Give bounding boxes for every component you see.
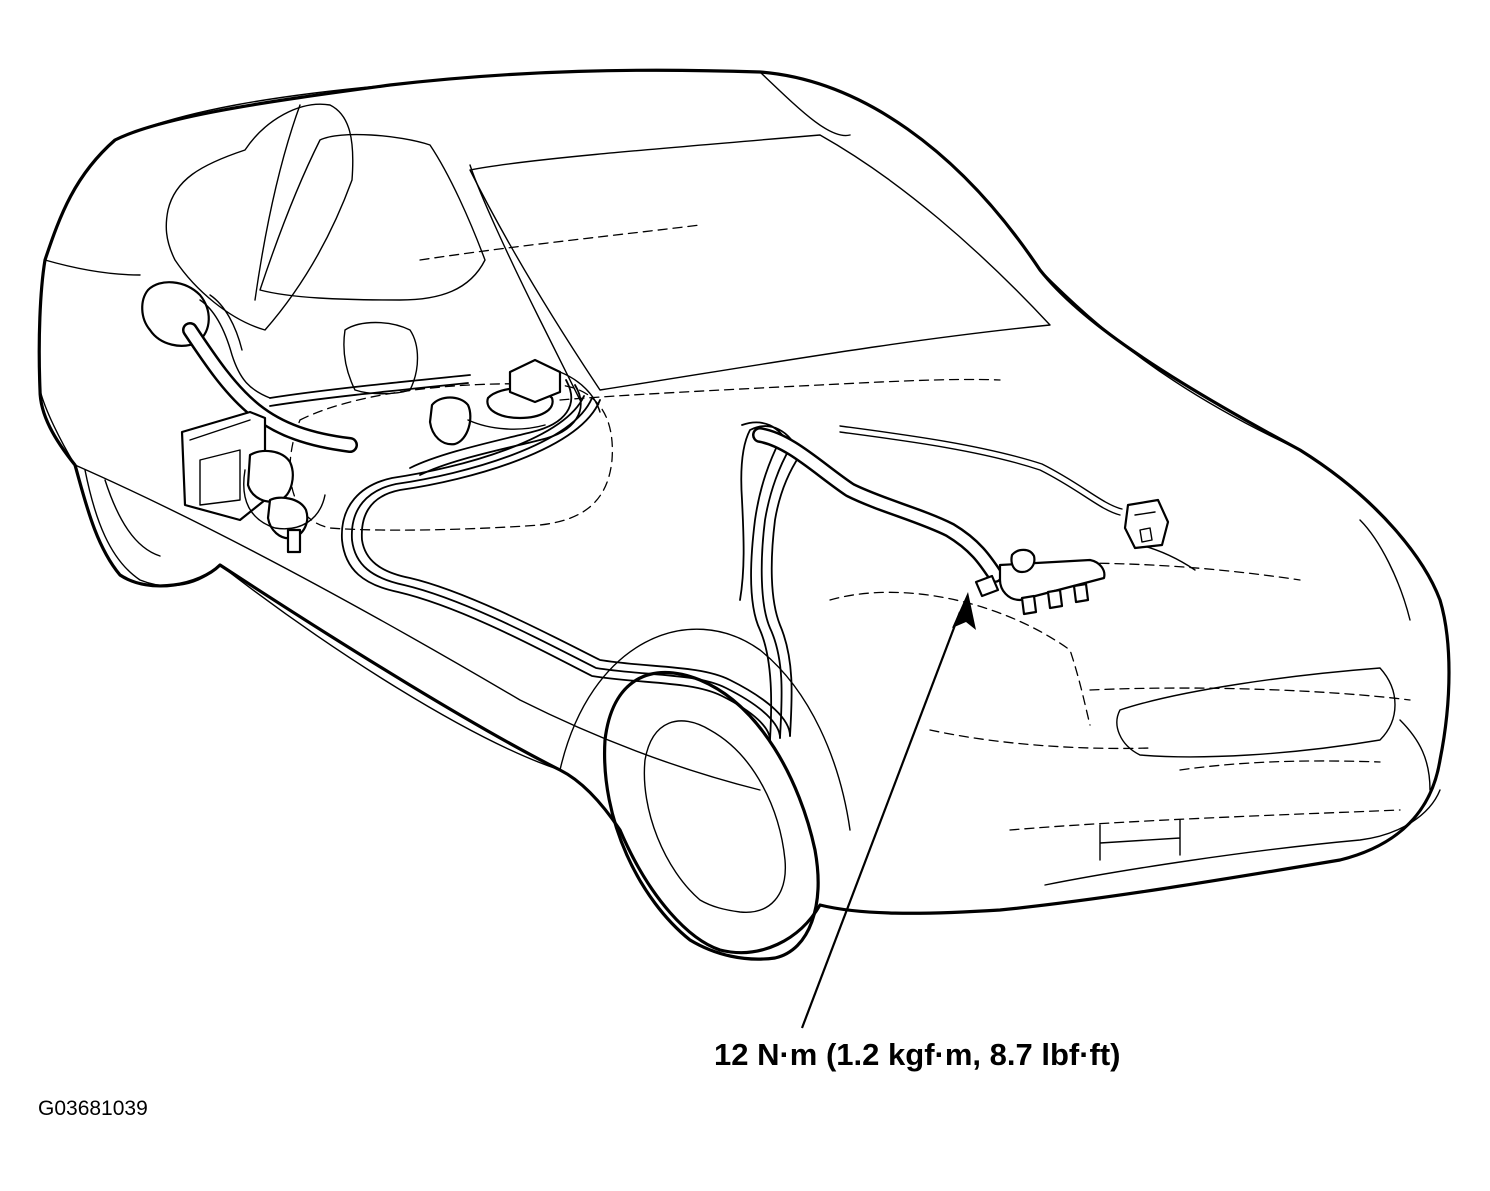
side-window-rear	[259, 133, 486, 301]
figure-id-label: G03681039	[38, 1097, 148, 1120]
front-connector	[1123, 498, 1170, 550]
fuel-pump-connector	[508, 358, 562, 404]
flare-nut	[974, 574, 1000, 598]
canister-detail	[189, 419, 251, 506]
hidden-bumper	[1009, 760, 1401, 831]
injector-1	[1020, 594, 1038, 616]
fuel-line-upper	[409, 379, 582, 476]
filler-neck-hose	[182, 322, 358, 453]
car-body	[37, 68, 1451, 955]
injector-2	[1046, 588, 1064, 610]
injector-3	[1072, 582, 1090, 604]
fuel-line-1	[361, 399, 791, 737]
fuel-line-3	[341, 395, 771, 741]
pillar	[254, 104, 581, 401]
fuel-tank-outline	[289, 383, 614, 531]
seat	[343, 321, 419, 395]
fuel-line-bundle	[341, 379, 801, 741]
front-wheel-tire	[602, 670, 820, 961]
hidden-fender	[829, 591, 1151, 750]
headlight	[1116, 667, 1396, 758]
pump-lines	[467, 371, 601, 430]
wheels	[84, 469, 851, 961]
torque-leader-line	[800, 611, 962, 1029]
pump-fitting-3	[286, 528, 302, 554]
rocker	[219, 564, 561, 771]
rear-window	[165, 103, 354, 331]
front-components	[974, 498, 1170, 616]
side-window-front	[469, 134, 1051, 391]
rear-wheel	[84, 469, 221, 587]
front-connector-detail	[1134, 511, 1156, 543]
torque-arrow-head	[952, 592, 976, 630]
front-hose	[752, 425, 1196, 583]
front-hose-inner	[754, 429, 1001, 581]
filler-vent-line	[199, 294, 271, 399]
side-crease	[74, 464, 761, 791]
front-wheel-arch	[559, 628, 851, 831]
grille	[1099, 819, 1181, 861]
hidden-roof	[419, 224, 701, 261]
hood-edge	[1039, 269, 1411, 621]
front-bumper-line	[1044, 719, 1441, 886]
rear-assembly	[141, 281, 601, 554]
pressure-regulator	[1010, 548, 1036, 574]
roof-line	[114, 71, 851, 141]
front-hose-fine	[839, 425, 1123, 516]
pump-fitting-1	[246, 449, 294, 503]
torque-leader	[800, 592, 976, 1029]
torque-spec-label: 12 N·m (1.2 kgf·m, 8.7 lbf·ft)	[714, 1037, 1121, 1072]
hidden-door	[559, 378, 1001, 401]
rear-bumper	[39, 259, 141, 466]
pump-loop	[243, 469, 326, 530]
fuel-line-4	[750, 439, 801, 741]
fuel-filter	[428, 396, 472, 446]
front-wheel-rim	[643, 720, 786, 913]
fuel-line-2	[351, 397, 781, 739]
car-body-outline	[37, 68, 1451, 955]
rear-rail-line	[269, 374, 471, 407]
